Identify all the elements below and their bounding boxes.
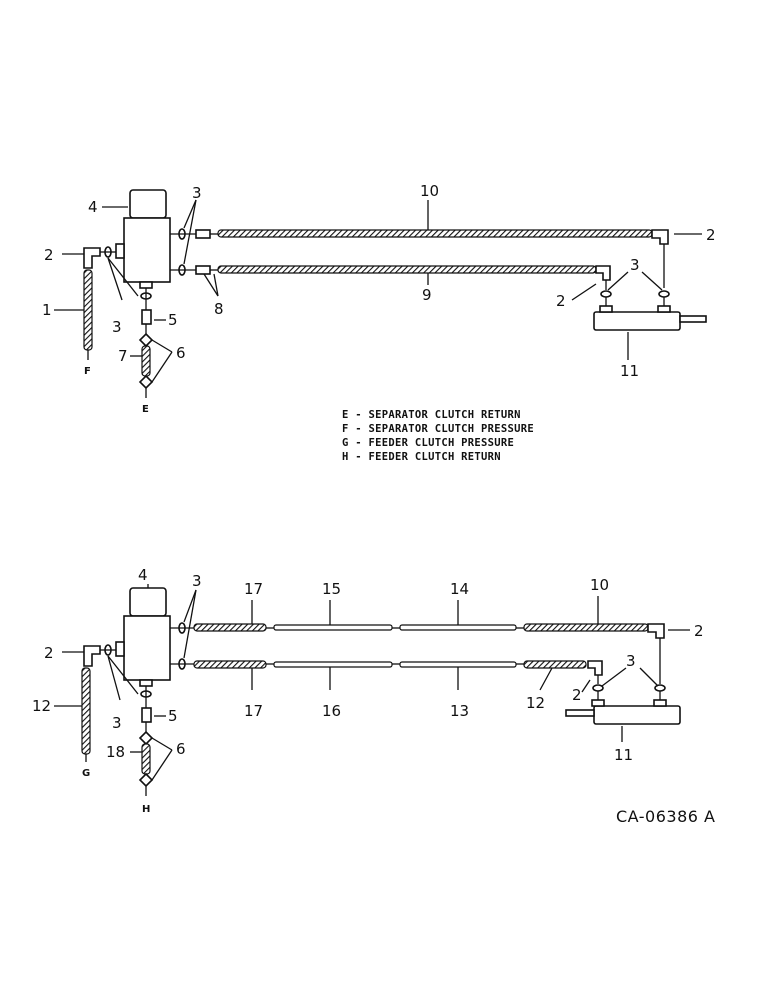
- valve-port-left: [115, 243, 125, 259]
- label-2-bottom-right: 2: [694, 622, 704, 640]
- label-14-bottom: 14: [450, 580, 469, 598]
- tube-15: [273, 624, 393, 631]
- drawing-code: CA-06386 A: [616, 807, 715, 826]
- tube-13: [399, 661, 517, 668]
- cylinder-rod-b: [565, 709, 595, 717]
- label-18-bottom: 18: [106, 743, 125, 761]
- elbow-2-right-top: [651, 229, 669, 245]
- elbow-2-left-b: [83, 645, 101, 667]
- hose-12-line: [523, 660, 587, 669]
- elbow-2-right-top-b: [647, 623, 665, 639]
- connector-5-b: [141, 707, 152, 723]
- label-3-top-left: 3: [112, 318, 122, 336]
- hose-10-bottom: [523, 623, 649, 632]
- label-11-top: 11: [620, 362, 639, 380]
- elbow-2-right-bottom-b: [587, 660, 603, 676]
- o-ring-3-cyl-right-b: [654, 684, 666, 692]
- label-13-bottom: 13: [450, 702, 469, 720]
- label-11-bottom: 11: [614, 746, 633, 764]
- elbow-2-left: [83, 247, 101, 269]
- label-2-top-right: 2: [706, 226, 716, 244]
- adapter-8-lower: [195, 265, 211, 275]
- o-ring-3-cyl-left-b: [592, 684, 604, 692]
- hose-10: [217, 229, 653, 238]
- label-15-bottom: 15: [322, 580, 341, 598]
- label-4-bottom: 4: [138, 566, 148, 584]
- top-assembly: 4 2 1 3 3 8 5 7 6 10 9 2 2 3 11 F E: [42, 182, 716, 415]
- tube-14: [399, 624, 517, 631]
- label-3-bottom-left: 3: [112, 714, 122, 732]
- hose-7: [141, 345, 151, 377]
- hose-12-left: [81, 667, 91, 755]
- hose-18: [141, 743, 151, 775]
- label-5-bottom: 5: [168, 707, 178, 725]
- hose-9: [217, 265, 597, 274]
- legend-g: G - FEEDER CLUTCH PRESSURE: [342, 437, 514, 449]
- label-17-bottom-upper: 17: [244, 580, 263, 598]
- valve-body-bottom: [123, 615, 171, 681]
- label-6-bottom: 6: [176, 740, 186, 758]
- label-12-bottom-left: 12: [32, 697, 51, 715]
- fitting-6-lower: [138, 374, 154, 390]
- cylinder-port-left: [599, 305, 613, 313]
- adapter-8-upper: [195, 229, 211, 239]
- label-e: E: [142, 404, 149, 415]
- label-2-top-cyl: 2: [556, 292, 566, 310]
- label-4-top: 4: [88, 198, 98, 216]
- legend-e: E - SEPARATOR CLUTCH RETURN: [342, 409, 521, 421]
- clutch-cylinder-11: [593, 311, 681, 331]
- hose-1: [83, 269, 93, 351]
- label-8-top: 8: [214, 300, 224, 318]
- hose-17-upper: [193, 623, 267, 632]
- label-2-bottom-left: 2: [44, 644, 54, 662]
- fitting-6-lower-b: [138, 772, 154, 788]
- label-g: G: [82, 768, 90, 779]
- label-6-top: 6: [176, 344, 186, 362]
- o-ring-3-cyl-left: [600, 290, 612, 298]
- legend: E - SEPARATOR CLUTCH RETURN F - SEPARATO…: [342, 409, 534, 463]
- valve-port-bottom: [139, 281, 153, 289]
- label-3-bottom-mid: 3: [192, 572, 202, 590]
- bottom-assembly: 4 2 12 3 3 5 18 6 17 15 14 10 17 16 13 1…: [32, 566, 704, 815]
- label-12-bottom-right: 12: [526, 694, 545, 712]
- label-1-top: 1: [42, 301, 52, 319]
- label-10-bottom: 10: [590, 576, 609, 594]
- label-3-bottom-cyl: 3: [626, 652, 636, 670]
- cylinder-port-right-b: [653, 699, 667, 707]
- label-10-top: 10: [420, 182, 439, 200]
- label-2-bottom-cyl: 2: [572, 686, 582, 704]
- label-h: H: [142, 804, 150, 815]
- valve-port-bottom-bottom: [139, 679, 153, 687]
- clutch-cylinder-11-bottom: [593, 705, 681, 725]
- legend-f: F - SEPARATOR CLUTCH PRESSURE: [342, 423, 534, 435]
- label-7-top: 7: [118, 347, 128, 365]
- label-9-top: 9: [422, 286, 432, 304]
- label-16-bottom: 16: [322, 702, 341, 720]
- tube-16: [273, 661, 393, 668]
- hose-17-lower: [193, 660, 267, 669]
- valve-port-left-bottom: [115, 641, 125, 657]
- label-3-top-mid: 3: [192, 184, 202, 202]
- elbow-2-right-bottom: [595, 265, 611, 281]
- solenoid-cap-4: [129, 189, 167, 219]
- label-17-bottom-lower: 17: [244, 702, 263, 720]
- label-f: F: [84, 366, 91, 377]
- cylinder-port-right: [657, 305, 671, 313]
- valve-body: [123, 217, 171, 283]
- solenoid-cap-4-bottom: [129, 587, 167, 617]
- o-ring-3-cyl-right: [658, 290, 670, 298]
- label-2-top-left: 2: [44, 246, 54, 264]
- cylinder-port-left-b: [591, 699, 605, 707]
- connector-5: [141, 309, 152, 325]
- label-3-top-cyl: 3: [630, 256, 640, 274]
- fitting-6-upper-b: [138, 730, 154, 746]
- cylinder-rod: [679, 315, 707, 323]
- legend-h: H - FEEDER CLUTCH RETURN: [342, 451, 501, 463]
- fitting-6-upper: [138, 332, 154, 348]
- label-5-top: 5: [168, 311, 178, 329]
